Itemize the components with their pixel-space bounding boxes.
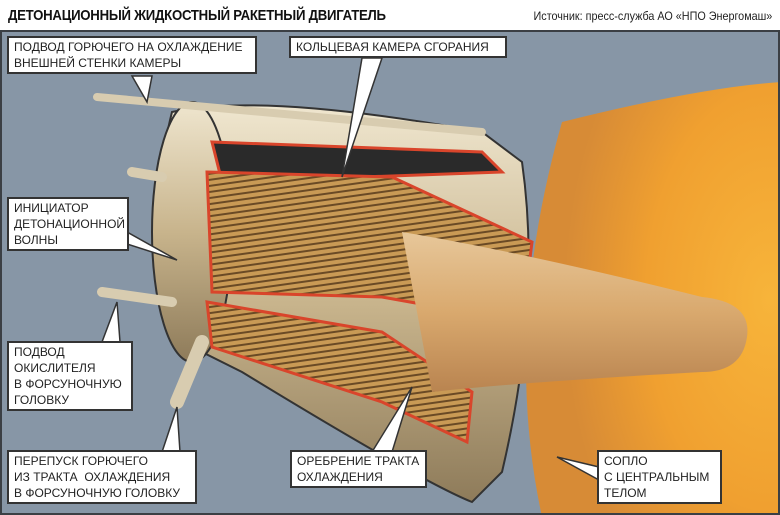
fuel-pipe	[93, 93, 486, 136]
callout-cooling-fins: ОРЕБРЕНИЕ ТРАКТА ОХЛАЖДЕНИЯ	[290, 450, 427, 488]
callout-line: ПОДВОД	[14, 345, 65, 359]
callout-line: В ФОРСУНОЧНУЮ	[14, 377, 122, 391]
callout-nozzle: СОПЛО С ЦЕНТРАЛЬНЫМ ТЕЛОМ	[597, 450, 722, 504]
cutaway-chamber	[210, 140, 506, 184]
callout-oxidizer-supply: ПОДВОД ОКИСЛИТЕЛЯ В ФОРСУНОЧНУЮ ГОЛОВКУ	[7, 341, 133, 411]
bypass-pipe	[170, 335, 209, 409]
engine-illustration	[93, 57, 778, 513]
callout-line: ИЗ ТРАКТА ОХЛАЖДЕНИЯ	[14, 470, 171, 484]
page-title: ДЕТОНАЦИОННЫЙ ЖИДКОСТНЫЙ РАКЕТНЫЙ ДВИГАТ…	[8, 7, 386, 24]
callout-fuel-supply: ПОДВОД ГОРЮЧЕГО НА ОХЛАЖДЕНИЕ ВНЕШНЕЙ СТЕ…	[7, 36, 257, 74]
callout-annular-chamber: КОЛЬЦЕВАЯ КАМЕРА СГОРАНИЯ	[289, 36, 507, 58]
callout-line: ГОЛОВКУ	[14, 393, 69, 407]
callout-line: КОЛЬЦЕВАЯ КАМЕРА СГОРАНИЯ	[296, 40, 489, 54]
header: ДЕТОНАЦИОННЫЙ ЖИДКОСТНЫЙ РАКЕТНЫЙ ДВИГАТ…	[0, 0, 780, 30]
callout-line: ВНЕШНЕЙ СТЕНКИ КАМЕРЫ	[14, 56, 182, 70]
igniter-pipe	[127, 167, 167, 182]
callout-line: ПЕРЕПУСК ГОРЮЧЕГО	[14, 454, 148, 468]
callout-line: ВОЛНЫ	[14, 233, 58, 247]
callout-line: ПОДВОД ГОРЮЧЕГО НА ОХЛАЖДЕНИЕ	[14, 40, 243, 54]
source-credit: Источник: пресс-служба АО «НПО Энергомаш…	[533, 9, 772, 23]
callout-line: В ФОРСУНОЧНУЮ ГОЛОВКУ	[14, 486, 181, 500]
callout-line: ИНИЦИАТОР	[14, 201, 89, 215]
oxidizer-pipe	[97, 287, 177, 307]
callout-line: ОХЛАЖДЕНИЯ	[297, 470, 383, 484]
callout-line: СОПЛО	[604, 454, 648, 468]
callout-line: ОКИСЛИТЕЛЯ	[14, 361, 96, 375]
central-body-cone	[402, 232, 748, 392]
callout-pointers	[100, 57, 600, 482]
callout-fuel-bypass: ПЕРЕПУСК ГОРЮЧЕГО ИЗ ТРАКТА ОХЛАЖДЕНИЯ В Ф…	[7, 450, 197, 504]
callout-line: С ЦЕНТРАЛЬНЫМ	[604, 470, 710, 484]
callout-line: ДЕТОНАЦИОННОЙ	[14, 217, 126, 231]
callout-line: ОРЕБРЕНИЕ ТРАКТА	[297, 454, 420, 468]
diagram-stage: ПОДВОД ГОРЮЧЕГО НА ОХЛАЖДЕНИЕ ВНЕШНЕЙ СТЕ…	[0, 30, 780, 515]
callout-line: ТЕЛОМ	[604, 486, 647, 500]
callout-initiator: ИНИЦИАТОР ДЕТОНАЦИОННОЙ ВОЛНЫ	[7, 197, 129, 251]
